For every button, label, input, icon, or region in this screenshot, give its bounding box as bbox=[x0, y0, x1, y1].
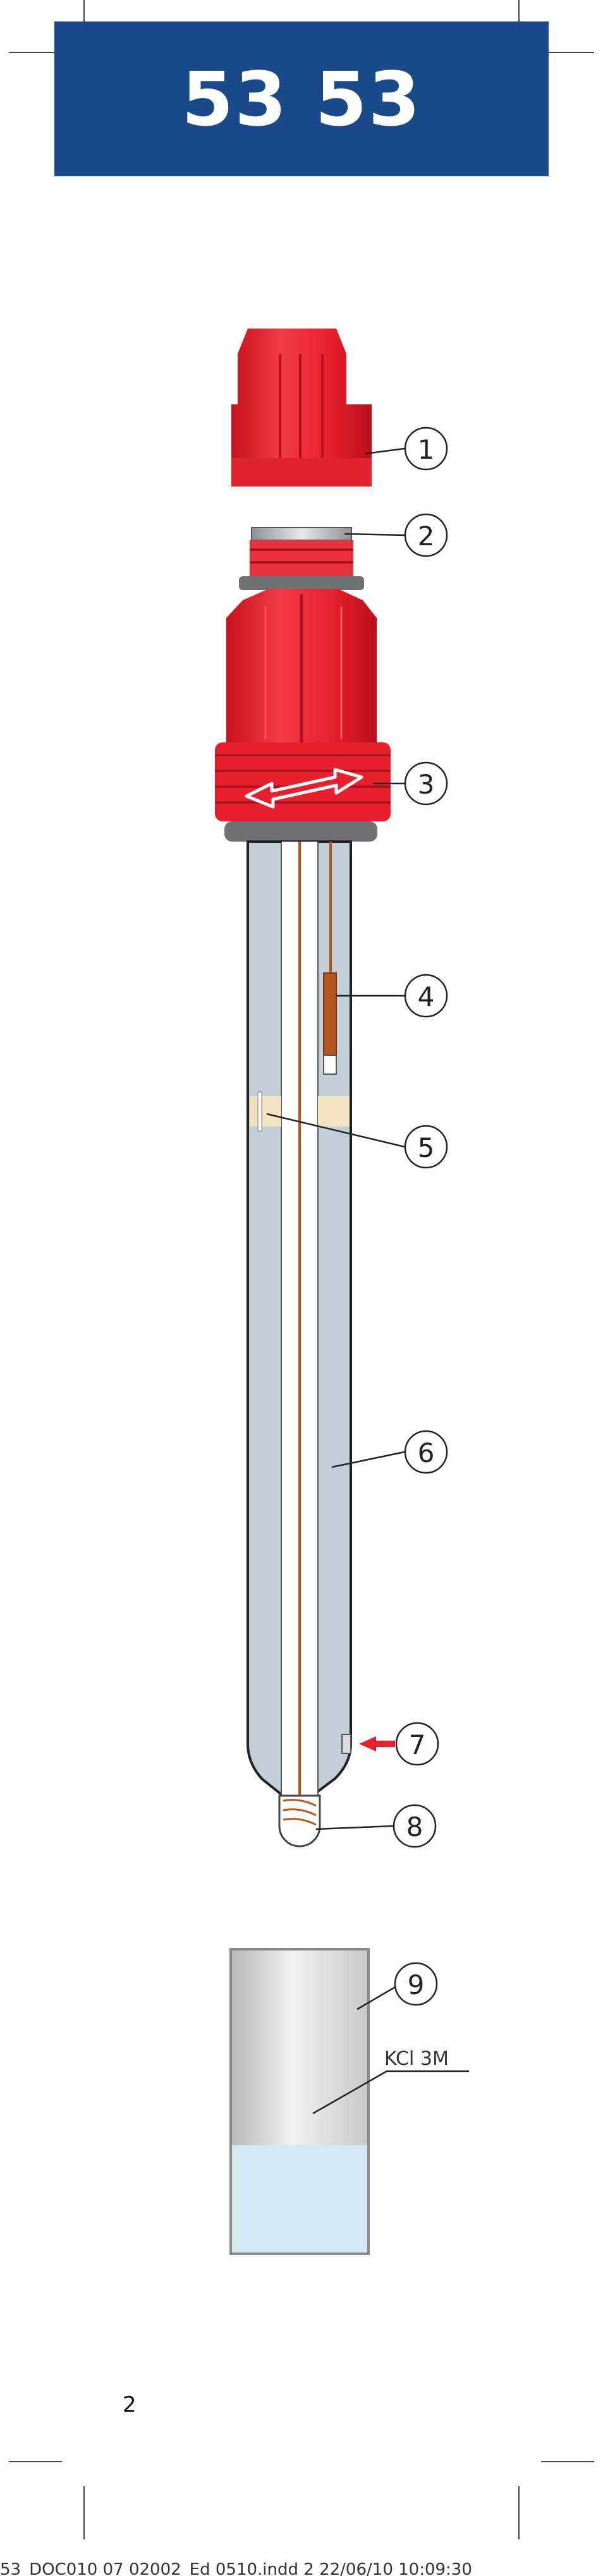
callout-2-label: 2 bbox=[418, 521, 435, 552]
crop-mark-bottom-right-v bbox=[518, 2486, 520, 2539]
crop-mark-top-left-v bbox=[83, 0, 85, 28]
callout-2: 2 bbox=[404, 513, 448, 557]
callout-9: 9 bbox=[394, 1962, 438, 2006]
callout-5-label: 5 bbox=[418, 1132, 435, 1163]
electrolyte-label: KCl 3M bbox=[384, 2048, 449, 2070]
callout-9-label: 9 bbox=[408, 1969, 425, 2000]
callout-4: 4 bbox=[404, 974, 448, 1018]
callout-7-label: 7 bbox=[409, 1729, 426, 1760]
crop-mark-top-right-h bbox=[541, 52, 594, 53]
crop-mark-bottom-right-h bbox=[541, 2461, 594, 2462]
leader-lines bbox=[266, 447, 469, 2115]
callout-8-label: 8 bbox=[406, 1811, 423, 1842]
crop-mark-bottom-left-v bbox=[83, 2486, 85, 2539]
reference-element bbox=[323, 972, 337, 1075]
glass-shaft bbox=[247, 840, 352, 1809]
protective-cap bbox=[231, 329, 372, 487]
page-title: 53 53 bbox=[181, 55, 422, 143]
callout-1-label: 1 bbox=[418, 434, 435, 465]
page-number: 2 bbox=[123, 2392, 137, 2417]
callout-5: 5 bbox=[404, 1125, 448, 1169]
diaphragm-band bbox=[250, 1091, 350, 1132]
glass-membrane bbox=[278, 1794, 321, 1847]
crop-mark-top-left-h bbox=[9, 52, 62, 53]
callout-6: 6 bbox=[404, 1430, 448, 1474]
header-bar: 53 53 bbox=[54, 21, 549, 176]
callout-3-label: 3 bbox=[418, 769, 435, 800]
print-slug: 53_DOC010 07 02002_Ed 0510.indd 2 22/06/… bbox=[0, 2560, 472, 2576]
storage-vessel bbox=[229, 1948, 370, 2255]
crop-mark-bottom-left-h bbox=[9, 2461, 62, 2462]
rotation-arrow bbox=[245, 768, 363, 809]
connector-head bbox=[239, 527, 364, 590]
callout-6-label: 6 bbox=[418, 1437, 435, 1468]
junction-marker bbox=[341, 1734, 395, 1754]
callout-4-label: 4 bbox=[418, 981, 435, 1012]
electrode-head bbox=[226, 589, 377, 742]
callout-1: 1 bbox=[404, 426, 448, 471]
crop-mark-top-right-v bbox=[518, 0, 520, 28]
callout-8: 8 bbox=[393, 1804, 437, 1848]
callout-7: 7 bbox=[395, 1722, 439, 1766]
callout-3: 3 bbox=[404, 761, 448, 806]
